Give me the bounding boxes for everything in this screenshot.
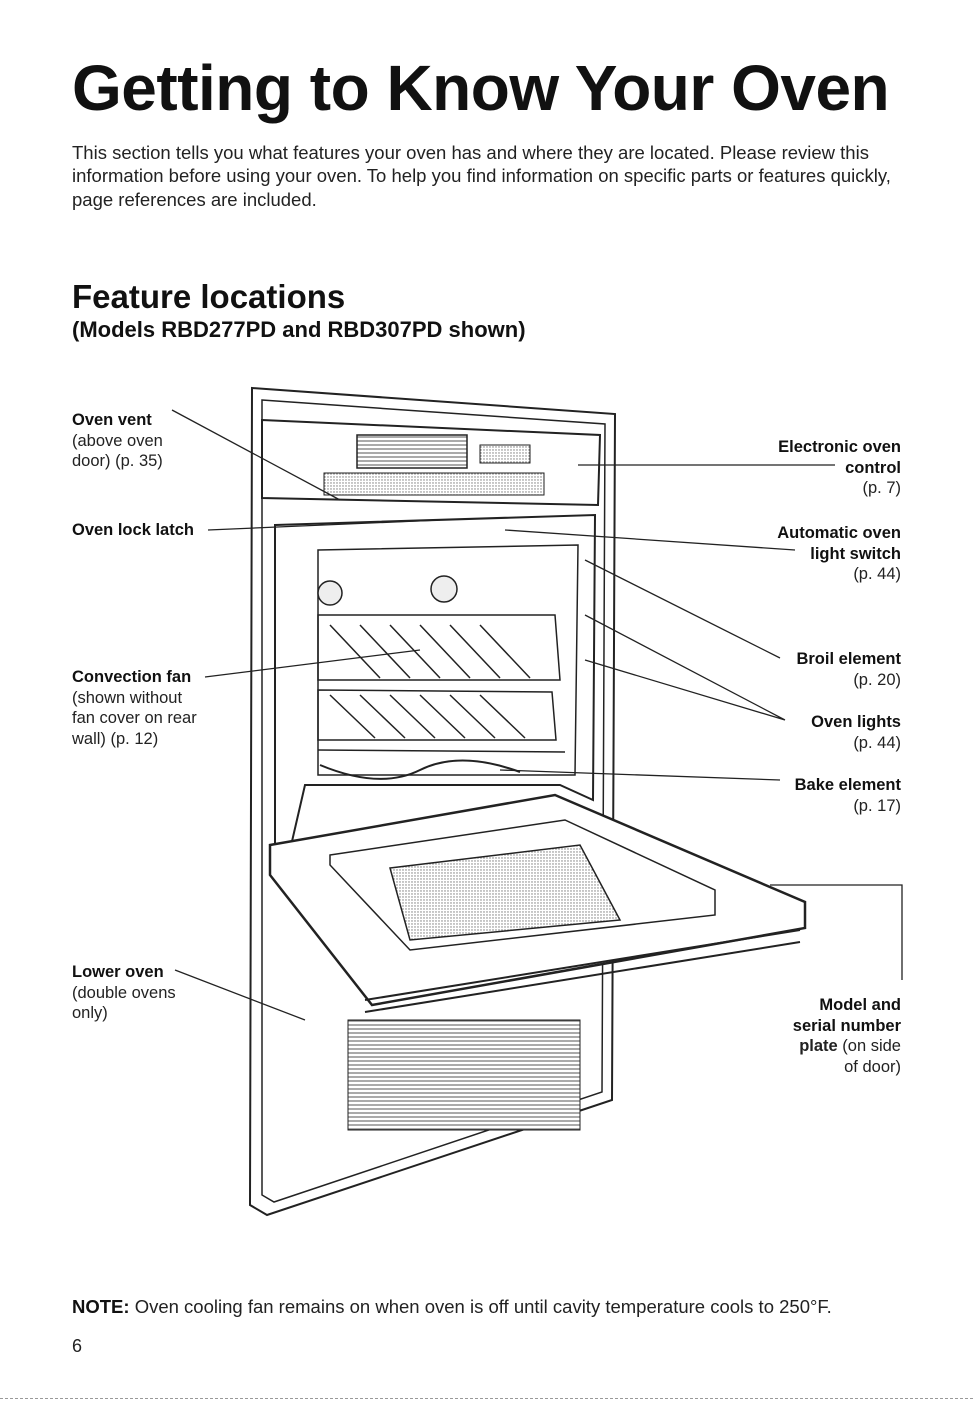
callout-broil-element: Broil element (p. 20) — [796, 649, 901, 690]
callout-label: Oven vent — [72, 411, 152, 429]
callout-detail: door) (p. 35) — [72, 452, 163, 471]
callout-detail: (double ovens — [72, 983, 176, 1002]
callout-electronic-oven-control: Electronic oven control (p. 7) — [778, 437, 901, 499]
callout-label: Bake element — [794, 776, 901, 794]
oven-cabinet-inner — [261, 399, 606, 1203]
callout-detail: (p. 17) — [853, 796, 901, 815]
oven-door-handle — [364, 929, 801, 1013]
note-body: Oven cooling fan remains on when oven is… — [129, 1296, 832, 1317]
callout-detail-line: plate (on side — [793, 1036, 901, 1057]
page-number: 6 — [72, 1336, 83, 1356]
callout-detail: (shown without — [72, 688, 183, 707]
callout-detail: (above oven — [72, 431, 163, 450]
callout-label: plate — [799, 1037, 838, 1056]
callout-label: Broil element — [796, 650, 901, 668]
leader-lines — [171, 409, 903, 1021]
callout-detail: (p. 20) — [853, 670, 901, 689]
oven-light-right — [430, 575, 458, 603]
footer-rule — [0, 1398, 973, 1399]
callout-label: Lower oven — [72, 963, 164, 981]
callout-oven-lights: Oven lights (p. 44) — [811, 712, 901, 753]
callout-label: light switch — [810, 544, 901, 563]
callout-detail: (p. 44) — [853, 733, 901, 752]
callout-detail: (p. 44) — [853, 565, 901, 584]
section-subheading: (Models RBD277PD and RBD307PD shown) — [72, 317, 526, 342]
lower-vent-grill — [347, 1019, 581, 1131]
callout-label: Model and — [819, 996, 901, 1014]
callout-convection-fan: Convection fan (shown without fan cover … — [72, 667, 197, 750]
callout-light-switch: Automatic oven light switch (p. 44) — [777, 523, 901, 585]
callout-detail: only) — [72, 1004, 108, 1023]
oven-racks — [317, 614, 566, 753]
section-heading: Feature locations — [72, 278, 346, 315]
callout-label: Convection fan — [72, 668, 192, 686]
callout-oven-lock-latch: Oven lock latch — [72, 520, 194, 541]
callout-label: Automatic oven — [777, 524, 901, 542]
oven-door-window-frame — [329, 819, 716, 951]
callout-detail: (on side — [837, 1037, 901, 1056]
oven-illustration — [171, 386, 903, 1217]
callout-label: Electronic oven — [778, 438, 901, 456]
callout-bake-element: Bake element (p. 17) — [795, 775, 901, 816]
callout-detail: of door) — [844, 1057, 901, 1076]
oven-light-left — [317, 580, 343, 606]
callout-label: Oven lights — [811, 713, 901, 731]
callout-detail: fan cover on rear — [72, 709, 197, 728]
page-title: Getting to Know Your Oven — [72, 52, 890, 124]
callout-label: Oven lock latch — [72, 521, 194, 539]
oven-door-window — [389, 844, 622, 941]
callout-oven-vent: Oven vent (above oven door) (p. 35) — [72, 410, 163, 472]
callout-lower-oven: Lower oven (double ovens only) — [72, 962, 176, 1024]
callout-model-serial-plate: Model and serial number plate (on side o… — [793, 995, 901, 1078]
callout-detail: wall) (p. 12) — [72, 729, 159, 748]
note-text: NOTE: Oven cooling fan remains on when o… — [72, 1296, 832, 1318]
note-label: NOTE: — [72, 1296, 130, 1317]
control-buttons-top — [479, 444, 531, 464]
bake-element — [319, 759, 521, 780]
intro-paragraph: This section tells you what features you… — [72, 142, 891, 210]
control-keypad-row — [323, 472, 545, 496]
control-display — [356, 434, 468, 469]
callout-label: control — [845, 458, 901, 477]
callout-detail: (p. 7) — [862, 479, 901, 498]
callout-label: serial number — [792, 1016, 901, 1035]
